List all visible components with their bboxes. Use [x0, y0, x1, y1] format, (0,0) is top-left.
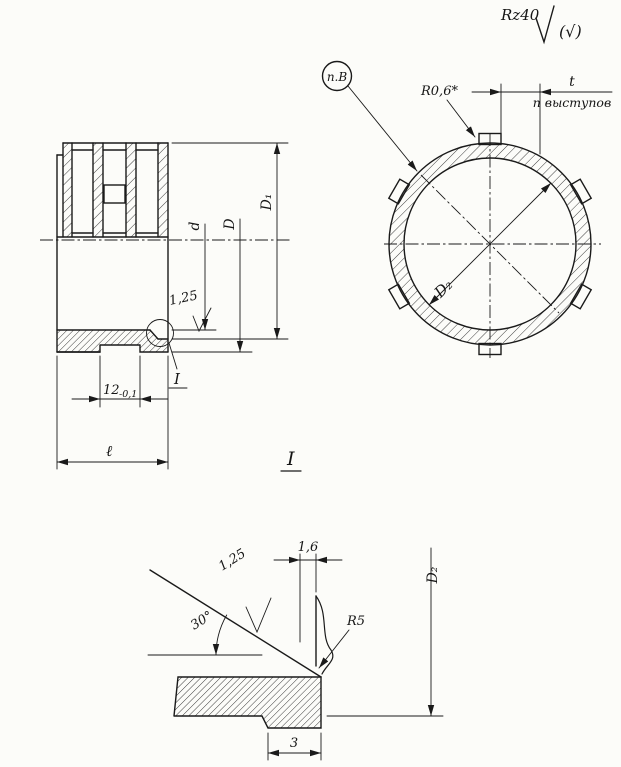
dim-d-label: d: [187, 221, 203, 230]
roughness-check-icon: [192, 307, 212, 333]
part-outline: [56, 142, 169, 353]
detail-hatch: [174, 677, 321, 728]
dim-groove-width: 12 -0,1: [71, 355, 169, 408]
step-label: 3: [290, 736, 298, 751]
fillet-label: R5: [346, 614, 365, 629]
lug: [387, 178, 411, 205]
lug-radius-note: R0,6*: [420, 84, 476, 138]
balloon-label: п.В: [327, 70, 348, 84]
balloon-circle: [321, 60, 353, 92]
fillet-note: R5: [318, 614, 365, 669]
detail-outline: [149, 569, 334, 729]
lug: [569, 178, 593, 205]
detail-leader: [168, 342, 178, 370]
detail-view-title: I: [280, 448, 302, 472]
protrusion-lugs: [387, 132, 593, 356]
circular-section-view: D₂ п.В R0,6* t п выступов: [321, 60, 613, 358]
dim-D: D: [171, 218, 253, 353]
section-hatch: [57, 143, 168, 352]
dim-pitch: t п выступов: [471, 74, 613, 155]
radius-note-label: R0,6*: [420, 84, 458, 99]
lug: [478, 132, 502, 146]
inner-circle: [403, 157, 577, 331]
detail-reference: I: [146, 319, 188, 389]
lug: [569, 283, 593, 310]
dim-D2-detail: D₂: [326, 547, 444, 717]
groove-tol-label: -0,1: [119, 389, 137, 400]
roughness-check-icon: [245, 597, 272, 634]
dim-D1-label: D₁: [259, 194, 275, 212]
dim-D2-label: D₂: [430, 276, 456, 302]
view-balloon: п.В: [321, 60, 418, 172]
chamfer-finish-label: 1,25: [216, 546, 249, 574]
land-label: 1,6: [298, 540, 319, 555]
surface-finish-corner: Rz40 (√): [500, 5, 582, 45]
dim-D-label: D: [222, 218, 238, 230]
lug: [478, 342, 502, 356]
length-label: ℓ: [106, 442, 112, 460]
lug: [387, 283, 411, 310]
outer-circle: [388, 142, 592, 346]
bore-finish-label: 1,25: [168, 288, 199, 309]
alt-finish-label: (√): [559, 22, 582, 41]
balloon-leader: [347, 85, 418, 172]
groove-width-label: 12: [103, 383, 120, 398]
rz-value: Rz40: [500, 6, 540, 24]
dim-step: 3: [267, 732, 322, 761]
side-section-view: I d D D₁ 1,25: [40, 142, 292, 470]
detail-title-label: I: [286, 448, 295, 470]
dim-D2-detail-label: D₂: [425, 566, 441, 584]
pitch-label: t: [569, 74, 575, 90]
dim-angle: 30°: [147, 608, 263, 656]
bore-finish-mark: 1,25: [168, 288, 212, 333]
dim-d: d: [171, 221, 217, 331]
pitch-caption: п выступов: [533, 95, 611, 110]
dim-land: 1,6: [273, 540, 343, 643]
fillet-leader: [318, 629, 350, 669]
radius-note-leader: [446, 99, 476, 138]
detail-circle: [146, 319, 174, 347]
roughness-check-icon: [535, 5, 555, 45]
detail-view: 30° 1,25 1,6 R5 D₂: [147, 540, 444, 761]
dim-length: ℓ: [56, 355, 169, 470]
angle-label: 30°: [188, 608, 215, 633]
dim-D1: D₁: [171, 142, 289, 340]
detail-ref-label: I: [173, 370, 181, 388]
